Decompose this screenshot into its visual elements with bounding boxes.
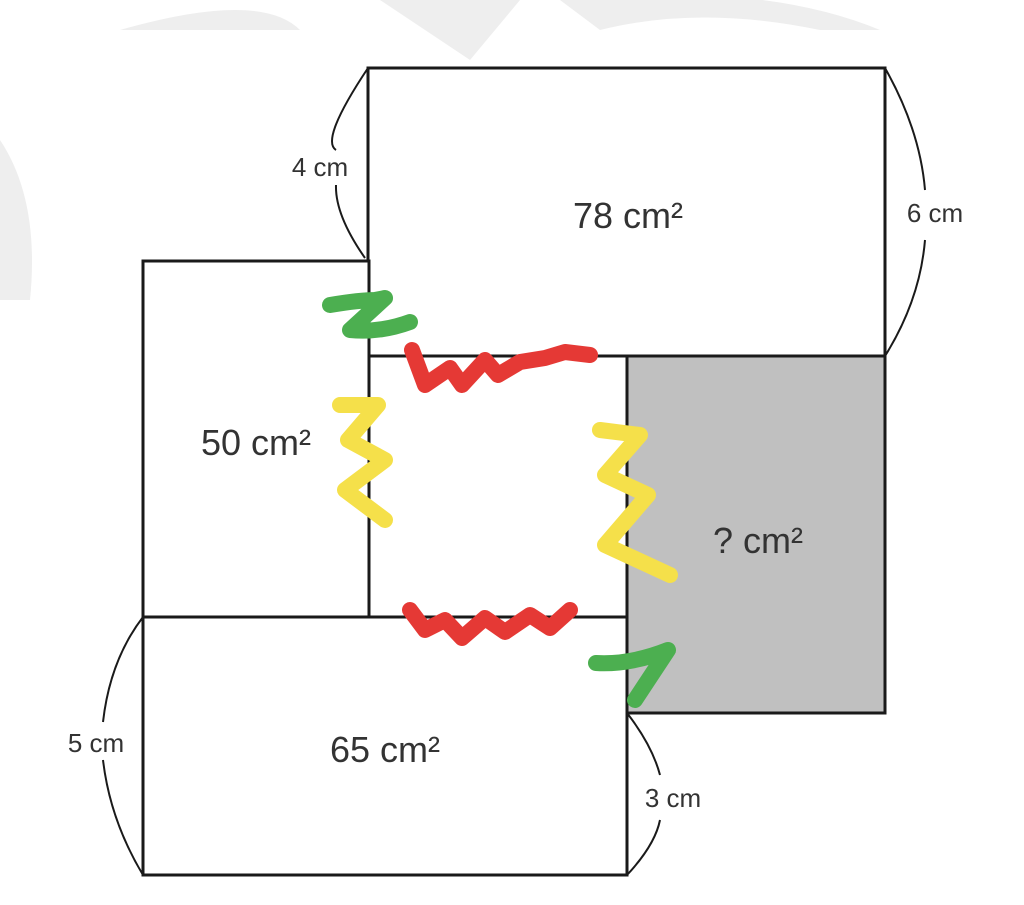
- middle-square: [367, 354, 629, 619]
- bottom-right-dimension-arc: [626, 712, 661, 876]
- top-area-label: 78 cm²: [573, 195, 683, 236]
- yellow-mark-right: [592, 422, 678, 583]
- top-right-dimension-label: 6 cm: [907, 198, 963, 228]
- bottom-rectangle: [141, 615, 629, 877]
- watermark: [0, 0, 880, 300]
- top-rectangle: [366, 66, 887, 358]
- top-left-dimension-label: 4 cm: [292, 152, 348, 182]
- bottom-right-dimension-label: 3 cm: [645, 783, 701, 813]
- unknown-area-label: ? cm²: [713, 520, 803, 561]
- top-left-dimension-arc: [331, 67, 369, 259]
- top-right-dimension-arc: [884, 67, 926, 357]
- left-area-label: 50 cm²: [201, 422, 311, 463]
- red-mark-top: [404, 342, 598, 393]
- yellow-mark-left: [332, 397, 393, 528]
- bottom-left-dimension-arc: [102, 616, 144, 876]
- green-mark-bottom: [588, 642, 676, 708]
- bottom-area-label: 65 cm²: [330, 729, 440, 770]
- red-mark-bottom: [402, 602, 578, 646]
- bottom-left-dimension-label: 5 cm: [68, 728, 124, 758]
- green-mark-top: [322, 290, 418, 339]
